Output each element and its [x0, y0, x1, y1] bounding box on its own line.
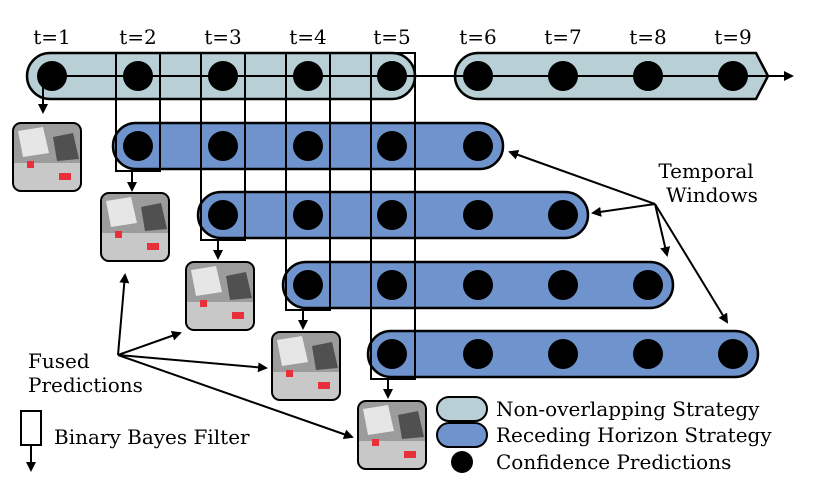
fused-prediction-thumbnail-icon: [185, 261, 255, 331]
confidence-dot: [377, 270, 407, 300]
legend-label-receding-horizon: Receding Horizon Strategy: [496, 423, 772, 447]
confidence-dot: [293, 61, 323, 91]
confidence-dot: [548, 200, 578, 230]
fused-arrow-3: [117, 354, 268, 373]
fused-prediction-thumbnail-icon: [12, 122, 82, 192]
legend-label-confidence: Confidence Predictions: [496, 450, 731, 474]
time-label-t4: t=4: [289, 25, 327, 49]
fused-prediction-thumbnail-icon: [357, 400, 427, 470]
bayes-filter-box-4: [285, 52, 331, 311]
fused-arrow-1: [117, 273, 130, 356]
time-label-t7: t=7: [544, 25, 582, 49]
legend-label-non-overlapping: Non-overlapping Strategy: [496, 397, 760, 421]
confidence-dot: [208, 200, 238, 230]
confidence-dot: [123, 61, 153, 91]
fused-predictions-label-line1: Fused: [28, 349, 90, 373]
binary-bayes-filter-label: Binary Bayes Filter: [54, 425, 250, 449]
binary-bayes-filter-icon: [20, 410, 42, 472]
confidence-dot: [37, 61, 67, 91]
confidence-dot: [123, 131, 153, 161]
temporal-arrow-3: [654, 203, 671, 257]
confidence-dot: [377, 339, 407, 369]
time-label-t3: t=3: [204, 25, 242, 49]
confidence-dot: [293, 200, 323, 230]
confidence-dot: [548, 61, 578, 91]
time-label-t6: t=6: [459, 25, 497, 49]
fused-prediction-thumbnails: [12, 122, 427, 470]
temporal-arrow-2: [591, 203, 656, 217]
binary-bayes-filter-legend: Binary Bayes Filter: [20, 410, 250, 472]
confidence-dot: [293, 270, 323, 300]
output-arrow-3: [201, 239, 223, 260]
binary-bayes-filter-boxes: [115, 52, 416, 380]
fused-arrow-2: [117, 330, 182, 356]
confidence-dot: [548, 339, 578, 369]
confidence-dot: [548, 270, 578, 300]
temporal-windows-annotation: Temporal Windows: [508, 149, 758, 324]
bayes-filter-box-3: [200, 52, 246, 241]
output-arrow-2: [116, 170, 137, 192]
confidence-dot: [377, 200, 407, 230]
confidence-dot: [718, 61, 748, 91]
fused-arrow-4: [117, 354, 354, 440]
fused-predictions-annotation: Fused Predictions: [28, 273, 354, 440]
confidence-dot: [377, 131, 407, 161]
output-arrow-5: [371, 378, 393, 399]
confidence-dot: [463, 270, 493, 300]
temporal-arrow-4: [654, 203, 729, 324]
confidence-dot: [463, 339, 493, 369]
temporal-windows-label-line2: Windows: [666, 183, 758, 207]
output-arrow-4: [286, 309, 308, 330]
confidence-prediction-dot-icon: [451, 451, 473, 473]
confidence-dot: [633, 270, 663, 300]
confidence-dot: [293, 131, 323, 161]
bayes-filter-box-2: [115, 52, 161, 172]
confidence-dot: [377, 61, 407, 91]
confidence-dots: [37, 61, 748, 369]
time-axis-labels: t=1 t=2 t=3 t=4 t=5 t=6 t=7 t=8 t=9: [33, 25, 752, 49]
confidence-dot: [633, 61, 663, 91]
time-label-t9: t=9: [714, 25, 752, 49]
bayes-filter-box-5: [370, 52, 416, 380]
fused-prediction-thumbnail-icon: [100, 192, 170, 262]
time-label-t1: t=1: [33, 25, 71, 49]
confidence-dot: [633, 339, 663, 369]
fused-prediction-thumbnail-icon: [271, 331, 341, 401]
confidence-dot: [718, 339, 748, 369]
temporal-windows-label-line1: Temporal: [658, 159, 753, 183]
fused-predictions-label-line2: Predictions: [28, 373, 143, 397]
confidence-dot: [463, 131, 493, 161]
confidence-dot: [208, 61, 238, 91]
confidence-dot: [463, 61, 493, 91]
time-label-t2: t=2: [119, 25, 157, 49]
time-label-t8: t=8: [629, 25, 667, 49]
legend: Non-overlapping Strategy Receding Horizo…: [436, 396, 772, 474]
confidence-dot: [463, 200, 493, 230]
time-label-t5: t=5: [373, 25, 411, 49]
temporal-arrow-1: [508, 149, 656, 205]
legend-swatch-non-overlapping: [436, 396, 488, 422]
confidence-dot: [208, 131, 238, 161]
legend-swatch-receding-horizon: [436, 422, 488, 448]
